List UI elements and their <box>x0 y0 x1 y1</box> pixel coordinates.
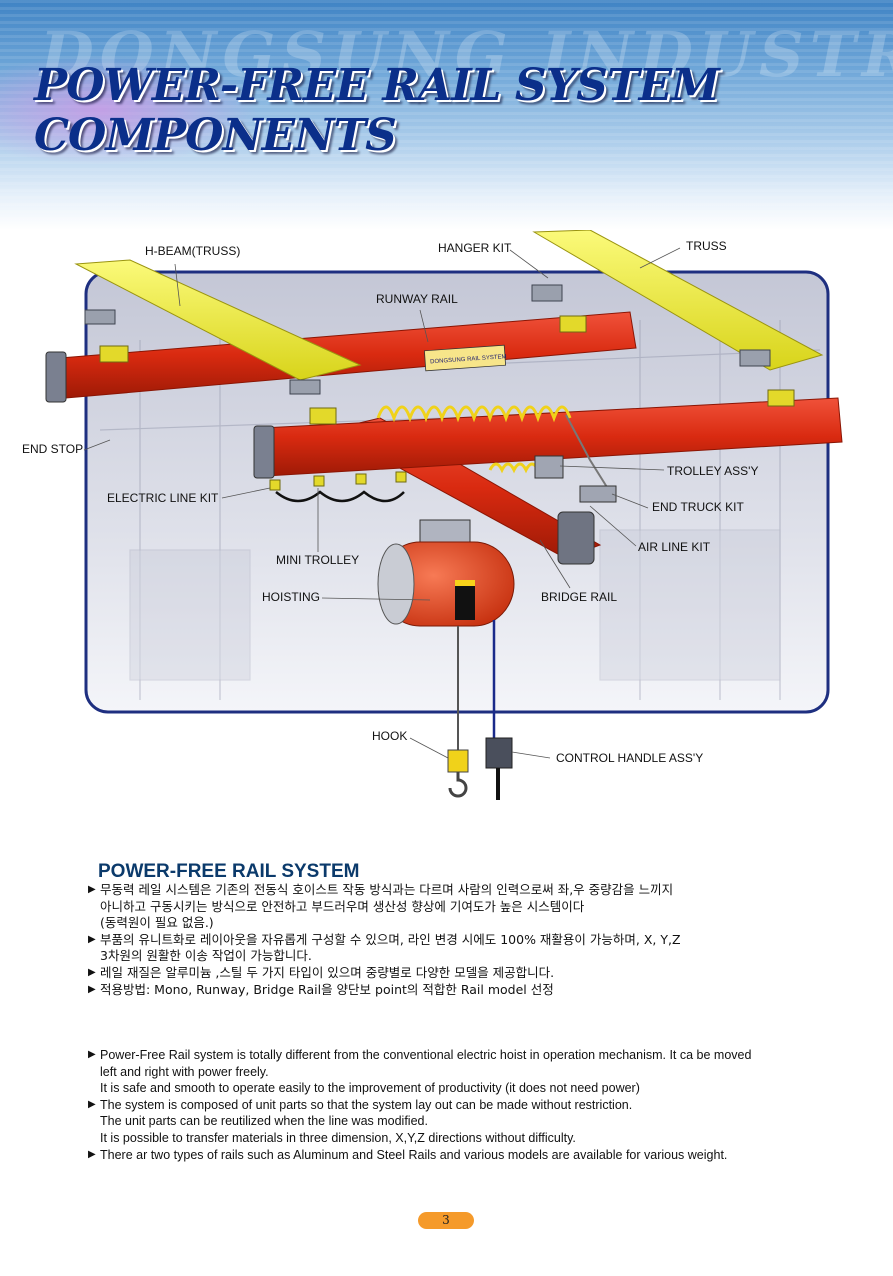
bullet-arrow-icon: ▶ <box>88 983 96 995</box>
english-line: ▶ The system is composed of unit parts so… <box>88 1097 848 1114</box>
bullet-arrow-icon: ▶ <box>88 1098 96 1110</box>
label-end-truck-kit: END TRUCK KIT <box>652 500 744 514</box>
hook <box>448 772 468 798</box>
rail-system-illustration: DONGSUNG RAIL SYSTEM <box>45 230 843 800</box>
trolley-assy <box>534 455 564 479</box>
h-beam-truss-right <box>532 230 824 371</box>
bullet-arrow-icon: ▶ <box>88 1148 96 1160</box>
h-beam-truss-left <box>74 259 362 381</box>
label-air-line-kit: AIR LINE KIT <box>638 540 711 554</box>
section-title: POWER-FREE RAIL SYSTEM <box>98 861 360 882</box>
air-line-hose <box>565 414 611 493</box>
korean-line: ▶ 레일 재질은 알루미늄 ,스틸 두 가지 타입이 있으며 중량별로 다양한 모… <box>88 965 828 982</box>
label-h-beam: H-BEAM(TRUSS) <box>145 244 241 258</box>
bullet-arrow-icon: ▶ <box>88 933 96 945</box>
korean-line: ▶ 부품의 유니트화로 레이아웃을 자유롭게 구성할 수 있으며, 라인 변경 시… <box>88 932 828 949</box>
hoist-tag <box>455 580 475 586</box>
korean-text: 레일 재질은 알루미늄 ,스틸 두 가지 타입이 있으며 중량별로 다양한 모델… <box>100 964 555 980</box>
company-watermark: DONGSUNG INDUSTRY <box>40 18 893 91</box>
hanger-brackets <box>99 315 795 425</box>
hanger-kits <box>84 284 771 395</box>
bullet-arrow-icon: ▶ <box>88 966 96 978</box>
page-header: DONGSUNG INDUSTRY POWER-FREE RAIL SYSTEM… <box>0 0 893 230</box>
mini-trolleys <box>269 471 407 491</box>
runway-rail-plate <box>423 344 507 372</box>
bullet-arrow-icon: ▶ <box>88 1049 96 1060</box>
label-truss: TRUSS <box>686 239 727 253</box>
air-line-kit-body <box>557 511 595 565</box>
korean-line: ▶ 무동력 레일 시스템은 기존의 전동식 호이스트 작동 방식과는 다르며 사람… <box>88 882 828 899</box>
korean-text: (동력원이 필요 없음.) <box>100 915 214 931</box>
english-line: It is safe and smooth to operate easily … <box>88 1080 848 1097</box>
end-truck-kit <box>579 485 617 503</box>
english-line: It is possible to transfer materials in … <box>88 1130 848 1147</box>
english-text: Power-Free Rail system is totally differ… <box>100 1048 752 1062</box>
label-hanger-kit: HANGER KIT <box>438 241 512 255</box>
end-stop-back <box>45 351 67 403</box>
label-runway-rail: RUNWAY RAIL <box>376 292 458 306</box>
bullet-arrow-icon: ▶ <box>88 884 96 895</box>
english-text: It is possible to transfer materials in … <box>100 1130 576 1145</box>
korean-line: 아니하고 구동시키는 방식으로 안전하고 부드러우며 생산성 향상에 기여도가 … <box>88 899 828 916</box>
control-handle <box>485 737 513 769</box>
electric-line-cable <box>275 490 405 503</box>
english-text: It is safe and smooth to operate easily … <box>100 1081 640 1096</box>
label-trolley-assy: TROLLEY ASS'Y <box>667 464 759 478</box>
english-line: The unit parts can be reutilized when th… <box>88 1113 848 1130</box>
english-description: ▶ Power-Free Rail system is totally diffe… <box>88 1047 848 1163</box>
korean-text: 무동력 레일 시스템은 기존의 전동식 호이스트 작동 방식과는 다르며 사람의… <box>100 882 674 897</box>
korean-line: ▶ 적용방법: Mono, Runway, Bridge Rail을 양단보 po… <box>88 982 828 999</box>
english-text: left and right with power freely. <box>100 1064 269 1079</box>
korean-line: 3차원의 원활한 이송 작업이 가능합니다. <box>88 948 828 965</box>
label-end-stop: END STOP <box>22 442 84 456</box>
korean-text: 부품의 유니트화로 레이아웃을 자유롭게 구성할 수 있으며, 라인 변경 시에… <box>100 931 681 947</box>
hoist-end-cap <box>377 543 415 625</box>
korean-description: ▶ 무동력 레일 시스템은 기존의 전동식 호이스트 작동 방식과는 다르며 사람… <box>88 882 828 998</box>
hoist-label <box>455 580 475 620</box>
page-number: 3 <box>418 1212 474 1229</box>
leader-lines <box>83 247 681 759</box>
english-text: There ar two types of rails such as Alum… <box>100 1147 728 1162</box>
label-control-handle: CONTROL HANDLE ASS'Y <box>556 751 704 765</box>
english-text: The unit parts can be reutilized when th… <box>100 1114 428 1129</box>
korean-text: 적용방법: Mono, Runway, Bridge Rail을 양단보 poi… <box>100 981 554 997</box>
english-line: left and right with power freely. <box>88 1064 848 1081</box>
header-glow <box>0 55 260 165</box>
label-hoisting: HOISTING <box>262 590 321 604</box>
component-diagram: DONGSUNG RAIL SYSTEM <box>0 230 893 810</box>
english-text: The system is composed of unit parts so … <box>100 1097 633 1112</box>
label-mini-trolley: MINI TROLLEY <box>276 553 360 567</box>
hook-block <box>447 749 469 773</box>
page-title-line2: COMPONENTS <box>34 110 397 161</box>
korean-line: (동력원이 필요 없음.) <box>88 915 828 932</box>
label-hook: HOOK <box>372 729 408 743</box>
label-electric-line-kit: ELECTRIC LINE KIT <box>107 491 219 505</box>
english-line: ▶ Power-Free Rail system is totally diffe… <box>88 1047 848 1064</box>
korean-text: 3차원의 원활한 이송 작업이 가능합니다. <box>100 948 312 964</box>
page-title-line1: POWER-FREE RAIL SYSTEM <box>34 60 720 111</box>
runway-rail-plate-text: DONGSUNG RAIL SYSTEM <box>430 354 507 365</box>
end-stop-front <box>253 425 275 479</box>
label-bridge-rail: BRIDGE RAIL <box>541 590 618 604</box>
hoist-trolley <box>419 519 471 543</box>
korean-text: 아니하고 구동시키는 방식으로 안전하고 부드러우며 생산성 향상에 기여도가 … <box>100 898 585 914</box>
english-line: ▶ There ar two types of rails such as Alu… <box>88 1147 848 1164</box>
